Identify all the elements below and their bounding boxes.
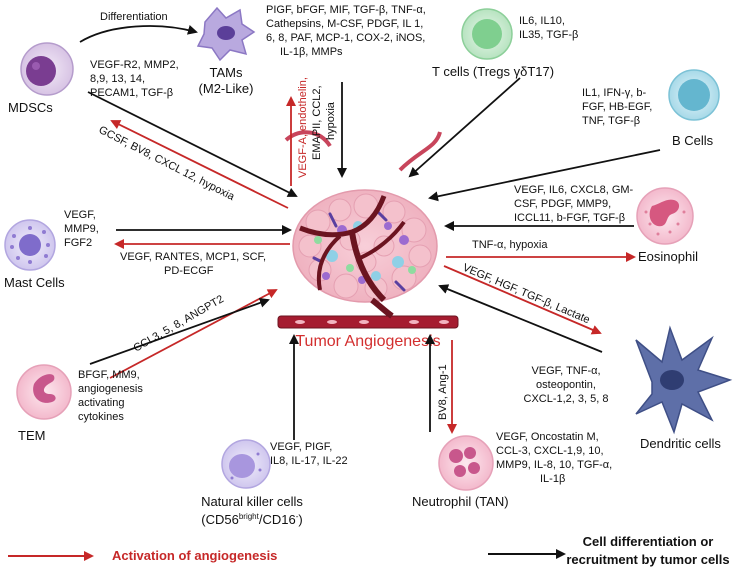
svg-text:cytokines: cytokines <box>78 411 124 423</box>
svg-text:VEGF-R2, MMP2,: VEGF-R2, MMP2, <box>90 59 179 71</box>
svg-text:IL35, TGF-β: IL35, TGF-β <box>519 29 578 41</box>
b-cell-icon <box>668 69 720 121</box>
differentiation-label: Differentiation <box>100 11 168 23</box>
svg-text:Cathepsins, M-CSF, PDGF, IL 1,: Cathepsins, M-CSF, PDGF, IL 1, <box>266 18 423 30</box>
svg-text:angiogenesis: angiogenesis <box>78 383 143 395</box>
svg-text:MMP9,: MMP9, <box>64 223 99 235</box>
nk-label-line2: (CD56bright/CD16-) <box>201 512 302 527</box>
dendritic-activation-arrow <box>443 265 602 335</box>
mdsc-recruitment-arrow <box>87 91 298 197</box>
mdsc-cell-icon <box>20 42 74 96</box>
svg-text:VEGF, PIGF,: VEGF, PIGF, <box>270 441 332 453</box>
legend-recruitment-line1: Cell differentiation or <box>583 534 714 549</box>
svg-text:VEGF, TNF-α,: VEGF, TNF-α, <box>531 365 600 377</box>
dendritic-cell-icon <box>635 325 733 435</box>
neutrophil-activation-label: BV8, Ang-1 <box>437 364 449 420</box>
svg-text:VEGF, RANTES, MCP1, SCF,: VEGF, RANTES, MCP1, SCF, <box>120 251 266 263</box>
tem-cell-icon <box>16 364 72 420</box>
neutrophil-cell-icon <box>438 435 494 491</box>
tam-recruitment-label-line2: hypoxia <box>325 101 337 140</box>
tcell-recruitment-arrow <box>408 77 521 178</box>
bcell-recruitment-arrow <box>428 149 661 202</box>
svg-text:IL8, IL-17, IL-22: IL8, IL-17, IL-22 <box>270 455 348 467</box>
mast-label: Mast Cells <box>4 275 65 290</box>
svg-text:IL6, IL10,: IL6, IL10, <box>519 15 565 27</box>
neutrophil-cytokines: VEGF, Oncostatin M, CCL-3, CXCL-1,9, 10,… <box>496 431 612 485</box>
eosinophil-cell-icon <box>636 187 694 245</box>
svg-text:CXCL-1,2, 3, 5, 8: CXCL-1,2, 3, 5, 8 <box>524 393 609 405</box>
svg-text:FGF2: FGF2 <box>64 237 92 249</box>
svg-text:8,9, 13, 14,: 8,9, 13, 14, <box>90 73 145 85</box>
svg-text:IL1, IFN-γ, b-: IL1, IFN-γ, b- <box>582 87 647 99</box>
svg-text:osteopontin,: osteopontin, <box>536 379 596 391</box>
legend-recruitment-line2: recruitment by tumor cells <box>566 552 729 567</box>
tcell-label: T cells (Tregs γδT17) <box>432 64 554 79</box>
differentiation-arrow <box>79 25 198 43</box>
svg-text:IL-1β, MMPs: IL-1β, MMPs <box>280 46 343 58</box>
svg-text:activating: activating <box>78 397 124 409</box>
tumor-angiogenesis-label: Tumor Angiogenesis <box>295 333 440 350</box>
tam-activation-label: VEGF-A, endothelin, <box>297 77 309 178</box>
mdsc-label: MDSCs <box>8 100 53 115</box>
nk-label-line1: Natural killer cells <box>201 494 303 509</box>
tam-label-line1: TAMs <box>210 65 243 80</box>
nk-cell-icon <box>221 439 271 489</box>
tcell-cytokines: IL6, IL10, IL35, TGF-β <box>519 15 578 41</box>
blood-vessel-icon <box>277 130 459 329</box>
svg-text:TNF, TGF-β: TNF, TGF-β <box>582 115 640 127</box>
tam-macrophage-icon <box>196 6 256 62</box>
svg-text:IL-1β: IL-1β <box>540 473 565 485</box>
tumor-mass-icon <box>292 189 438 303</box>
tem-cytokines: BFGF, MM9, angiogenesis activating cytok… <box>78 369 143 423</box>
mdsc-tam-cytokines: VEGF-R2, MMP2, 8,9, 13, 14, PECAM1, TGF-… <box>90 59 179 99</box>
nk-cytokines: VEGF, PIGF, IL8, IL-17, IL-22 <box>270 441 348 467</box>
tam-cytokines: PIGF, bFGF, MIF, TGF-β, TNF-α, Cathepsin… <box>266 4 426 58</box>
legend: Activation of angiogenesis Cell differen… <box>8 534 730 567</box>
eosinophil-cytokines: VEGF, IL6, CXCL8, GM- CSF, PDGF, MMP9, I… <box>514 184 634 224</box>
dendritic-activation-label: VEGF, HGF, TGF-β, Lactate <box>461 262 592 327</box>
tam-recruitment-label-line1: EMAPII, CCL2, <box>311 85 323 160</box>
tam-label-line2: (M2-Like) <box>199 81 254 96</box>
tem-label: TEM <box>18 428 45 443</box>
dendritic-cytokines: VEGF, TNF-α, osteopontin, CXCL-1,2, 3, 5… <box>524 365 609 405</box>
mast-cytokines: VEGF, MMP9, FGF2 <box>64 209 99 249</box>
svg-text:6, 8, PAF, MCP-1, COX-2, iNOS,: 6, 8, PAF, MCP-1, COX-2, iNOS, <box>266 32 425 44</box>
svg-text:FGF, HB-EGF,: FGF, HB-EGF, <box>582 101 652 113</box>
svg-text:BFGF, MM9,: BFGF, MM9, <box>78 369 140 381</box>
svg-text:MMP9, IL-8, 10, TGF-α,: MMP9, IL-8, 10, TGF-α, <box>496 459 612 471</box>
t-cell-icon <box>461 8 513 60</box>
svg-text:VEGF, IL6, CXCL8, GM-: VEGF, IL6, CXCL8, GM- <box>514 184 634 196</box>
svg-text:CSF, PDGF, MMP9,: CSF, PDGF, MMP9, <box>514 198 611 210</box>
mdsc-activation-label: GCSF, BV8, CXCL 12, hypoxia <box>97 124 237 203</box>
eosinophil-activation-label: TNF-α, hypoxia <box>472 239 548 251</box>
tem-recruitment-arrow <box>89 298 270 365</box>
svg-text:PD-ECGF: PD-ECGF <box>164 265 214 277</box>
svg-text:PIGF, bFGF, MIF, TGF-β, TNF-α,: PIGF, bFGF, MIF, TGF-β, TNF-α, <box>266 4 426 16</box>
dendritic-recruitment-arrow <box>438 284 603 353</box>
mast-cell-icon <box>4 219 56 271</box>
neutrophil-label: Neutrophil (TAN) <box>412 494 509 509</box>
svg-text:VEGF,: VEGF, <box>64 209 96 221</box>
dendritic-label: Dendritic cells <box>640 436 721 451</box>
svg-text:VEGF, Oncostatin M,: VEGF, Oncostatin M, <box>496 431 599 443</box>
eosinophil-label: Eosinophil <box>638 249 698 264</box>
bcell-cytokines: IL1, IFN-γ, b- FGF, HB-EGF, TNF, TGF-β <box>582 87 652 127</box>
mdsc-activation-arrow <box>110 120 289 209</box>
svg-text:ICCL11, b-FGF, TGF-β: ICCL11, b-FGF, TGF-β <box>514 212 625 224</box>
tem-activation-arrow <box>109 289 278 379</box>
svg-text:CCL-3, CXCL-1,9, 10,: CCL-3, CXCL-1,9, 10, <box>496 445 604 457</box>
legend-activation-label: Activation of angiogenesis <box>112 548 277 563</box>
bcell-label: B Cells <box>672 133 714 148</box>
svg-text:PECAM1, TGF-β: PECAM1, TGF-β <box>90 87 173 99</box>
mast-activation-cytokines: VEGF, RANTES, MCP1, SCF, PD-ECGF <box>120 251 266 277</box>
